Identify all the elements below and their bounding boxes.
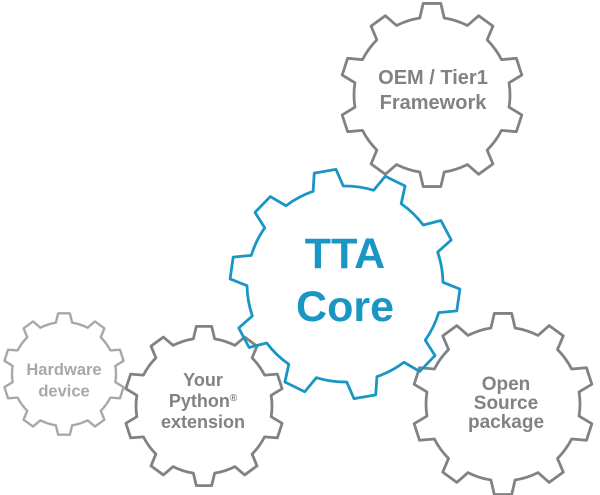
gear-open-source-label-line1: Open [482,374,531,395]
gear-oem: OEM / Tier1 Framework [340,2,524,188]
gear-python-label-word: Python [169,391,230,411]
gear-python-label-line2: Python® [169,391,238,411]
gear-hardware-label-line1: Hardware [26,361,101,379]
gear-python-label-line1: Your [183,370,223,390]
gear-hardware-outline [3,312,125,436]
gear-core-label-line2: Core [296,283,394,331]
gear-python: Your Python® extension [124,324,284,488]
gear-python-label-line3: extension [161,412,245,432]
gear-python-outline [124,324,284,488]
gear-core-label-line1: TTA [305,230,385,278]
gear-core: TTA Core [228,167,462,401]
gear-oem-label-line1: OEM / Tier1 [378,67,488,89]
gear-hardware: Hardware device [3,312,125,436]
gear-open-source: Open Source package [412,312,594,495]
gear-open-source-label-line3: package [468,412,544,433]
gear-core-outline [228,167,462,401]
gear-hardware-label-line2: device [38,383,89,401]
registered-trademark-mark: ® [230,393,238,404]
gear-open-source-label-line2: Source [474,393,538,414]
gear-open-source-outline [412,312,594,495]
gear-oem-outline [340,2,524,188]
gear-oem-label-line2: Framework [380,92,488,114]
